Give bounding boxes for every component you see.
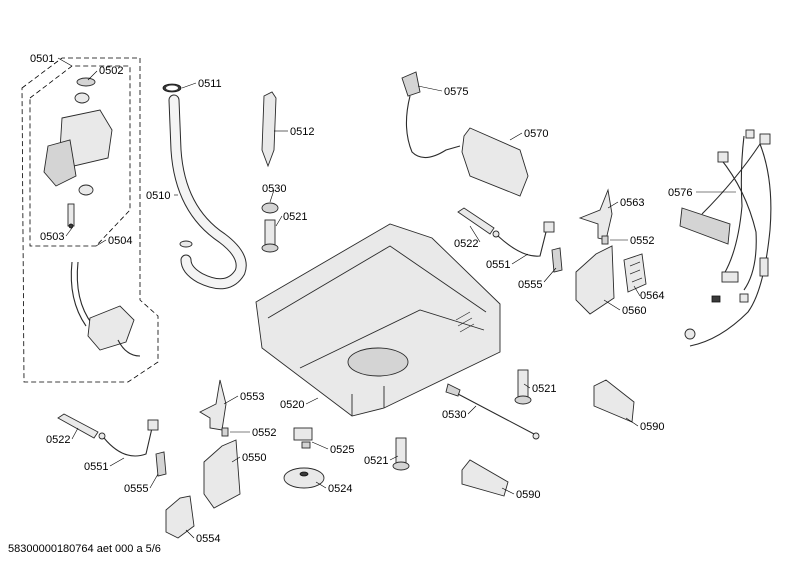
label-0524: 0524 [328,483,352,495]
terminal-block [623,253,647,293]
label-0590-upper: 0590 [640,421,664,433]
hinge-cable-left [98,419,167,477]
label-0521-right: 0521 [532,383,556,395]
base-tray [255,223,501,417]
label-0521-top: 0521 [283,211,307,223]
label-0576: 0576 [668,187,692,199]
part-labels: 0501 0502 0503 0504 0510 0511 0512 0530 … [30,53,692,545]
hinge-plate-right [575,245,615,315]
bracket-0554 [165,495,195,539]
label-0511: 0511 [198,78,222,90]
label-0550: 0550 [242,452,266,464]
adjustable-foot-right [514,369,532,405]
label-0502: 0502 [99,65,123,77]
label-0554: 0554 [196,533,220,545]
label-0570: 0570 [524,128,548,140]
drain-hose [168,94,247,290]
adjustable-foot-top [261,219,279,253]
label-0551-left: 0551 [84,461,108,473]
label-0551-right: 0551 [486,259,510,271]
spring-clip-right [601,235,609,245]
plinth-part-lower [461,459,509,497]
bracket-0563 [578,188,613,241]
hinge-cable-right [492,221,563,273]
label-0552-right: 0552 [630,235,654,247]
label-0504: 0504 [108,235,132,247]
inlet-hose-lower [70,261,141,357]
label-0552-left: 0552 [252,427,276,439]
plinth-part-upper [593,379,635,423]
label-0563: 0563 [620,197,644,209]
power-cable [401,71,461,159]
label-0590-lower: 0590 [516,489,540,501]
leader-lines [57,57,736,539]
sensor-part [293,427,313,449]
label-0530-top: 0530 [262,183,286,195]
label-0560: 0560 [622,305,646,317]
label-0575: 0575 [444,86,468,98]
aquastop-valve-assembly [43,77,113,229]
label-0503: 0503 [40,231,64,243]
label-0521-lower: 0521 [364,455,388,467]
bracket-0512 [261,91,277,168]
diverter-disc [283,467,325,489]
label-0520: 0520 [280,399,304,411]
foot-cap-top [261,202,279,214]
adjustable-foot-lower [392,437,410,471]
document-reference: 58300000180764 aet 000 a 5/6 [8,543,161,555]
label-0522-right: 0522 [454,238,478,250]
hinge-plate-left [203,439,241,509]
spring-clip-left [221,427,229,437]
hinge-rod-right [457,207,495,235]
label-0522-left: 0522 [46,434,70,446]
wiring-harness [679,129,772,347]
label-0530-right: 0530 [442,409,466,421]
foot-cable-right [445,383,540,440]
label-0564: 0564 [640,290,664,302]
label-0525: 0525 [330,444,354,456]
group-outline-outer [21,57,159,383]
hose-clamp [162,83,182,93]
label-0501: 0501 [30,53,54,65]
hinge-rod-left [57,413,99,439]
label-0512: 0512 [290,126,314,138]
label-0553: 0553 [240,391,264,403]
label-0555-left: 0555 [124,483,148,495]
label-0555-right: 0555 [518,279,542,291]
label-0510: 0510 [146,190,170,202]
bracket-0553 [199,379,227,431]
control-module [461,127,529,197]
